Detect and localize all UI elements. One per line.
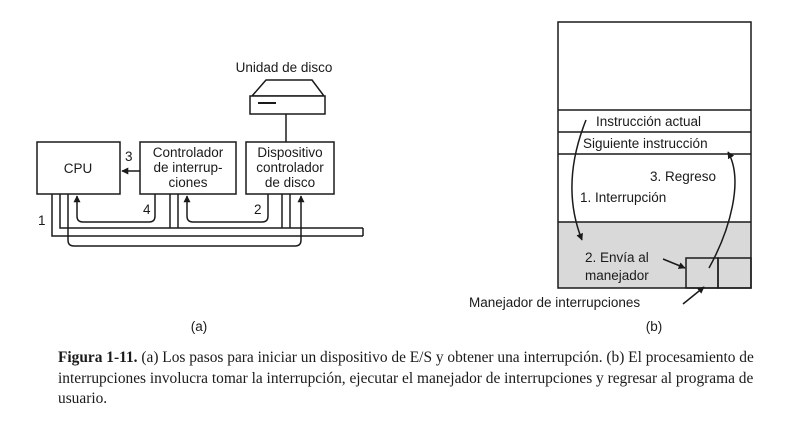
- dispatch-label-line-2: manejador: [585, 268, 649, 283]
- interrupt-arrow: [571, 119, 587, 241]
- step-2-arrow: [183, 194, 269, 223]
- interrupt-controller-line-3: ciones: [168, 175, 207, 190]
- handler-box-next: [717, 257, 752, 289]
- return-arrow: [708, 151, 736, 269]
- handler-label: Manejador de interrupciones: [469, 295, 640, 310]
- figure-number: Figura 1-11.: [58, 349, 138, 366]
- figure-caption: Figura 1-11. (a) Los pasos para iniciar …: [58, 348, 758, 410]
- step-4-arrow: [73, 194, 156, 223]
- disk-controller-line-1: Dispositivo: [257, 145, 322, 160]
- disk-controller-line-2: controlador: [256, 160, 324, 175]
- interrupt-controller-box: [139, 141, 237, 195]
- step-4-label: 4: [143, 202, 151, 217]
- return-label: 3. Regreso: [650, 169, 716, 184]
- figure-diagram: Unidad de disco CPU Controlador de inter…: [36, 21, 752, 334]
- cpu-box: [36, 141, 121, 195]
- interrupt-controller-line-1: Controlador: [153, 145, 224, 160]
- next-instruction-label: Siguiente instrucción: [583, 136, 708, 151]
- step-1-arrow: [67, 194, 305, 247]
- step-1-label: 1: [38, 213, 46, 228]
- cpu-label: CPU: [64, 161, 93, 176]
- handler-pointer: [682, 286, 705, 305]
- system-bus: [51, 194, 364, 237]
- disk-controller-box: [245, 141, 335, 195]
- memory-column: [557, 21, 752, 289]
- caption-text: (a) Los pasos para iniciar un dispositiv…: [58, 349, 754, 407]
- dispatch-label-line-1: 2. Envía al: [585, 250, 649, 265]
- dispatch-arrow: [662, 258, 686, 269]
- step-2-label: 2: [254, 202, 262, 217]
- disk-drive-label: Unidad de disco: [236, 60, 333, 75]
- step-3-label: 3: [125, 149, 133, 164]
- disk-controller-line-3: de disco: [265, 175, 315, 190]
- interrupt-controller-line-2: de interrup-: [153, 160, 222, 175]
- panel-a: Unidad de disco CPU Controlador de inter…: [36, 60, 364, 334]
- interrupt-label: 1. Interrupción: [580, 190, 666, 205]
- panel-b-label: (b): [646, 319, 663, 334]
- handler-region-shade: [558, 222, 751, 288]
- panel-a-label: (a): [191, 319, 208, 334]
- panel-b: Instrucción actual Siguiente instrucción…: [469, 21, 752, 334]
- disk-drive-icon: [249, 79, 326, 115]
- current-instruction-label: Instrucción actual: [596, 114, 701, 129]
